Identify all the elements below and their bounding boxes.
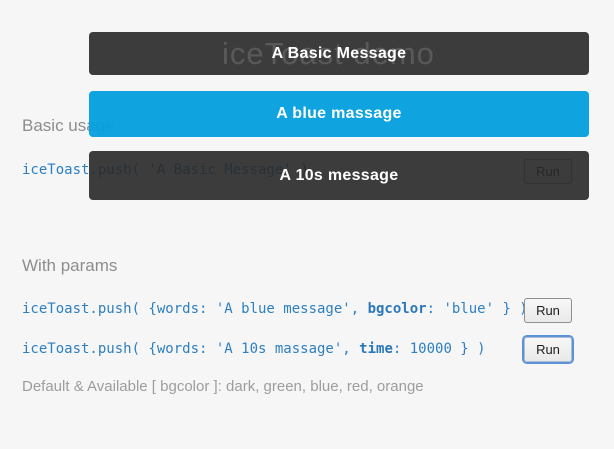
code-sample-bgcolor: iceToast.push( {words: 'A blue message',… bbox=[22, 300, 528, 318]
run-button-time[interactable]: Run bbox=[524, 337, 572, 362]
code-text: : 10000 } ) bbox=[392, 341, 486, 357]
code-keyword-bgcolor: bgcolor bbox=[367, 301, 427, 317]
code-keyword-time: time bbox=[359, 341, 393, 357]
toast-message-text: A blue massage bbox=[276, 105, 402, 122]
code-sample-time: iceToast.push( {words: 'A 10s massage', … bbox=[22, 340, 486, 358]
toast-dark-10s-message[interactable]: A 10s message bbox=[89, 151, 589, 200]
toast-blue-message[interactable]: A blue massage bbox=[89, 91, 589, 137]
defaults-note: Default & Available [ bgcolor ]: dark, g… bbox=[22, 378, 424, 395]
toast-message-text: A Basic Message bbox=[271, 44, 407, 62]
toast-message-text: A 10s message bbox=[279, 166, 399, 184]
section-heading-with-params: With params bbox=[22, 256, 118, 275]
code-text: iceToast.push( {words: 'A blue message', bbox=[22, 301, 368, 317]
toast-dark-basic-message[interactable]: A Basic Message bbox=[89, 32, 589, 75]
code-text: : 'blue' } ) bbox=[426, 301, 528, 317]
code-text: iceToast.push( {words: 'A 10s massage', bbox=[22, 341, 360, 357]
page-title: iceToast demo bbox=[222, 36, 435, 71]
run-button-bgcolor[interactable]: Run bbox=[524, 298, 572, 323]
